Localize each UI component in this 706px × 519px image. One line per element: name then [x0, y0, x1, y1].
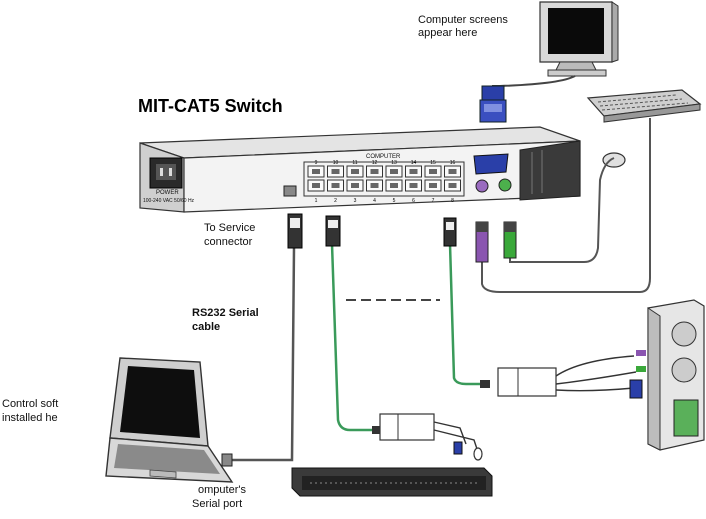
service-label-line1: To Service [204, 222, 256, 234]
power-label: POWER [156, 190, 179, 196]
rj45-plug-port8-icon [443, 217, 457, 247]
port-number-top: 9 [315, 160, 318, 166]
rj45-port-slot [429, 169, 437, 174]
monitor-icon [539, 1, 619, 77]
rj45-port-slot [390, 183, 398, 188]
port-number-top: 12 [372, 160, 378, 166]
rj45-port-slot [351, 169, 359, 174]
vga-port-icon [473, 153, 509, 175]
rj45-port-slot [409, 169, 418, 174]
port-number-bottom: 4 [373, 198, 376, 204]
service-port-icon [283, 185, 297, 197]
port-number-top: 14 [411, 160, 417, 166]
monitor-label-line1: Computer screens [418, 14, 508, 26]
mouse-icon [602, 152, 626, 168]
keyboard-icon [586, 89, 702, 123]
port-number-top: 16 [450, 160, 456, 166]
rj45-port-slot [429, 183, 437, 188]
rj45-port-slot [331, 169, 340, 174]
rj45-port-slot [312, 183, 320, 188]
rj45-port-slot [351, 183, 359, 188]
computer-port-block [303, 161, 465, 197]
switch-title: MIT-CAT5 Switch [138, 96, 283, 116]
serial-port-label-line1: omputer's [198, 484, 246, 496]
port-number-bottom: 6 [412, 198, 415, 204]
service-label-line2: connector [204, 236, 253, 248]
port-number-top: 11 [352, 160, 357, 166]
port-number-bottom: 8 [451, 198, 454, 204]
rs232-label-line2: cable [192, 321, 221, 333]
rj45-port-slot [448, 169, 457, 174]
ps2-keyboard-plug-icon [475, 221, 489, 263]
cables [228, 118, 651, 462]
port-number-top: 13 [391, 160, 397, 166]
rj45-port-slot [370, 183, 379, 188]
rs232-label-line1: RS232 Serial [192, 307, 259, 319]
port-number-bottom: 5 [393, 198, 396, 204]
port-number-bottom: 1 [315, 198, 318, 204]
power-sub-label: 100-240 VAC 50/60 Hz [143, 198, 195, 204]
laptop-icon [105, 357, 234, 483]
rj45-port-slot [331, 183, 340, 188]
rj45-plug-port2-icon [325, 215, 341, 247]
monitor-label-line2: appear here [418, 27, 478, 39]
cat5-adapter-module-1 [372, 413, 483, 461]
port-number-top: 10 [333, 160, 339, 166]
rj45-port-slot [390, 169, 398, 174]
power-inlet-icon [149, 157, 183, 189]
control-label-line2: installed he [2, 412, 58, 424]
computer-ports: 9 1 10 2 11 3 12 4 13 5 14 6 15 7 16 8 [307, 160, 461, 204]
rj45-port-slot [312, 169, 320, 174]
port-number-top: 15 [430, 160, 436, 166]
port-number-bottom: 2 [334, 198, 337, 204]
computer-ports-label: COMPUTER [366, 154, 401, 160]
serial-plug-icon [221, 453, 233, 467]
port-number-bottom: 3 [354, 198, 357, 204]
tower-computer-icon [629, 299, 705, 451]
vga-connector-icon [479, 75, 576, 123]
rj45-port-slot [448, 183, 457, 188]
ps2-keyboard-port-icon [475, 179, 489, 193]
ps2-mouse-port-icon [498, 178, 512, 192]
rj45-plug-service-icon [287, 213, 303, 249]
rack-server-icon [291, 467, 493, 497]
rj45-port-slot [370, 169, 379, 174]
serial-port-label-line2: Serial port [192, 498, 243, 510]
control-label-line1: Control soft [2, 398, 59, 410]
rj45-port-slot [409, 183, 418, 188]
ps2-mouse-plug-icon [503, 221, 517, 259]
port-number-bottom: 7 [432, 198, 435, 204]
cat5-adapter-module-2 [480, 355, 637, 397]
